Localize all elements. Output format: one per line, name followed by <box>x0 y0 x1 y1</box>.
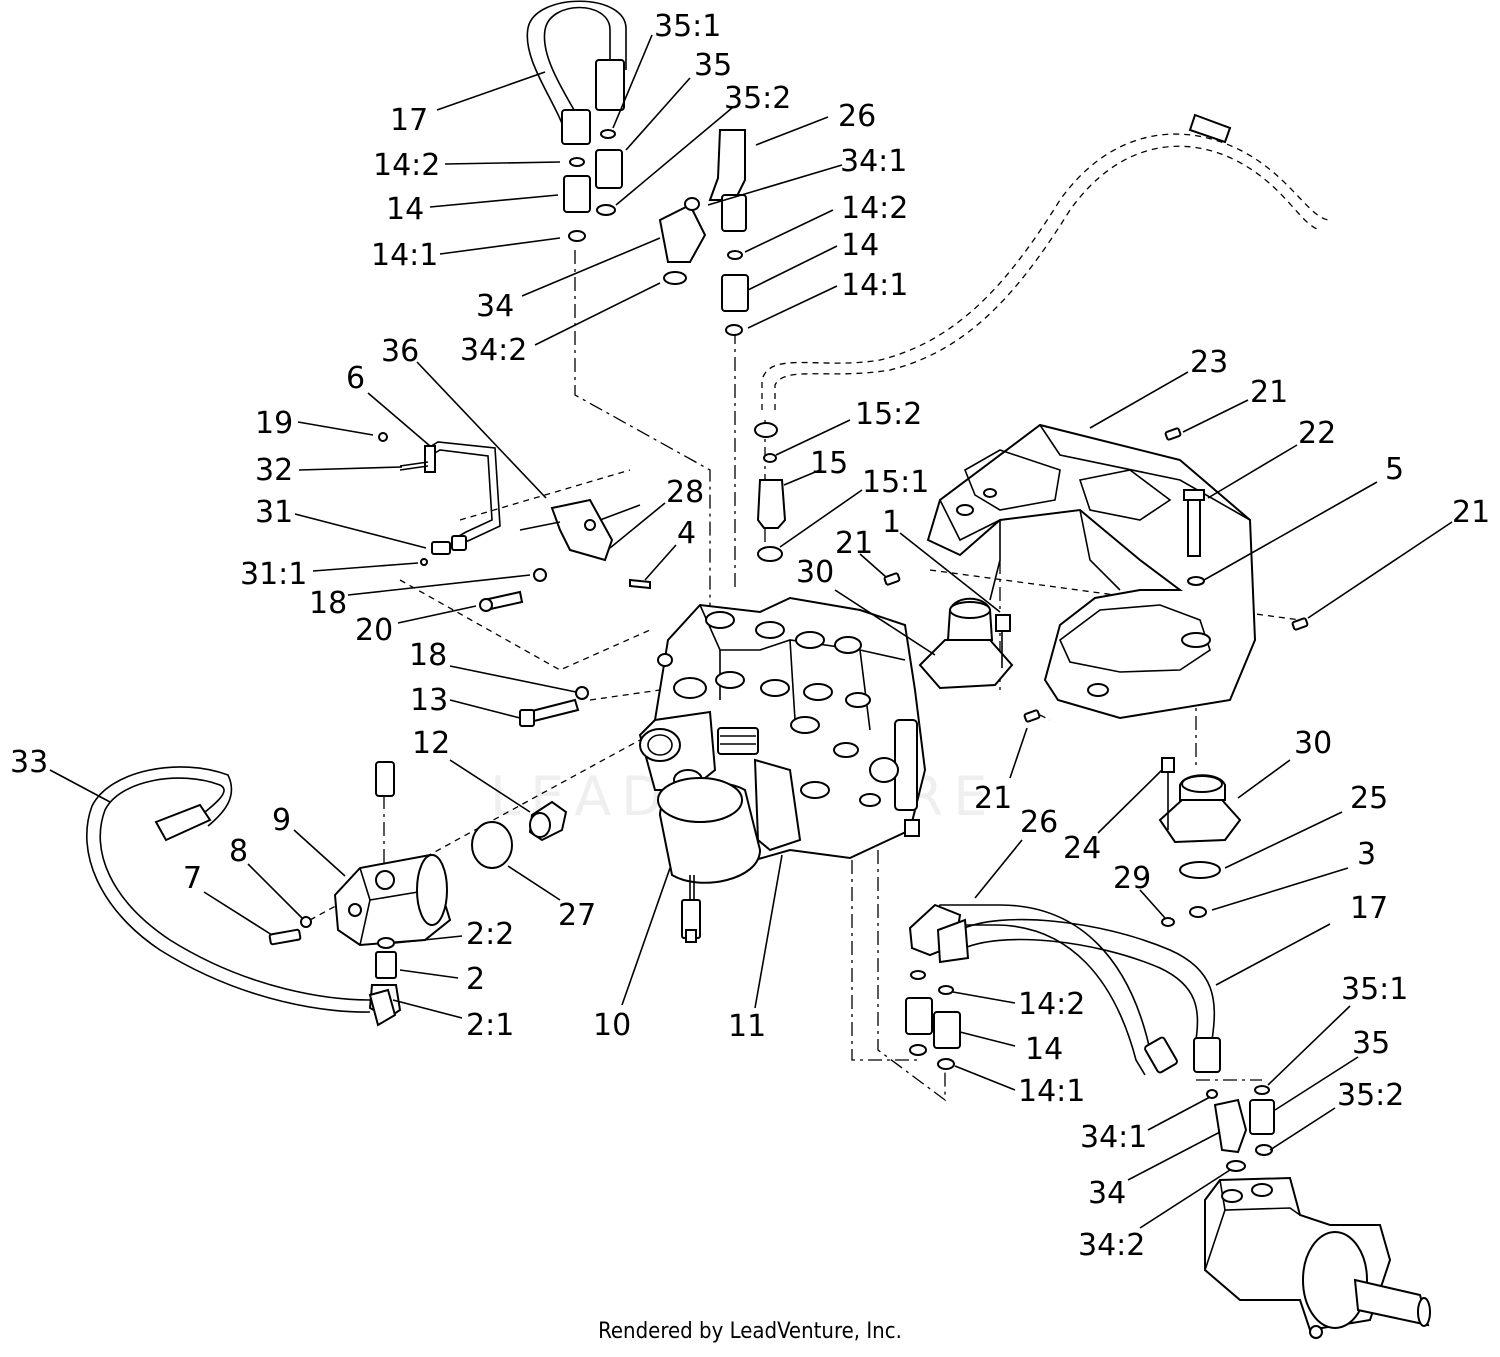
callout-14-1-b: 14:1 <box>841 268 908 303</box>
callout-7: 7 <box>183 861 202 896</box>
hose-17-top <box>526 0 627 145</box>
callout-14-1-c: 14:1 <box>1018 1074 1085 1109</box>
callout-19: 19 <box>255 406 293 441</box>
callout-24: 24 <box>1063 831 1101 866</box>
callout-20: 20 <box>355 613 393 648</box>
callout-3: 3 <box>1357 837 1376 872</box>
callout-35-2: 35:2 <box>724 81 791 116</box>
callout-26: 26 <box>838 99 876 134</box>
callout-8: 8 <box>229 834 248 869</box>
callout-17-b: 17 <box>1350 891 1388 926</box>
coupler-12 <box>528 800 568 842</box>
fittings-14-top <box>563 129 623 242</box>
bolt-13 <box>519 686 589 727</box>
callout-13: 13 <box>410 683 448 718</box>
callout-33: 33 <box>10 745 48 780</box>
pins-21 <box>883 427 1309 723</box>
callout-15: 15 <box>810 446 848 481</box>
callout-4: 4 <box>677 516 696 551</box>
callout-21-a: 21 <box>1250 375 1288 410</box>
callout-34-b: 34 <box>1088 1176 1126 1211</box>
callout-23: 23 <box>1190 345 1228 380</box>
isolator-30-upper <box>918 597 1014 690</box>
callout-35-b: 35 <box>1352 1026 1390 1061</box>
linkage-6 <box>378 432 501 566</box>
callout-34-1-b: 34:1 <box>1080 1120 1147 1155</box>
filter-10 <box>657 758 802 943</box>
callout-2-1: 2:1 <box>466 1008 514 1043</box>
fittings-34-35-lower <box>1206 1085 1275 1172</box>
leader-lines <box>49 34 1453 1229</box>
callout-2-2: 2:2 <box>466 917 514 952</box>
bolt-22 <box>1183 489 1205 586</box>
callout-29: 29 <box>1113 861 1151 896</box>
callout-30-a: 30 <box>796 555 834 590</box>
callout-5: 5 <box>1385 452 1404 487</box>
callout-21-b: 21 <box>1452 495 1490 530</box>
elbow-26-top <box>708 129 749 336</box>
callout-14-2: 14:2 <box>373 148 440 183</box>
callout-35: 35 <box>694 48 732 83</box>
bracket-36 <box>479 498 651 612</box>
callout-14-b: 14 <box>841 228 879 263</box>
callout-11: 11 <box>728 1009 766 1044</box>
hose-long-top-right <box>761 113 1331 410</box>
callout-2: 2 <box>466 962 485 997</box>
callout-14: 14 <box>386 192 424 227</box>
callout-31-1: 31:1 <box>240 557 307 592</box>
housing-23 <box>926 423 1257 720</box>
callout-34: 34 <box>476 289 514 324</box>
callout-36: 36 <box>381 334 419 369</box>
callout-15-1: 15:1 <box>862 465 929 500</box>
callout-25: 25 <box>1350 781 1388 816</box>
fitting-15 <box>754 422 787 562</box>
callout-14-2-b: 14:2 <box>841 191 908 226</box>
callout-34-1: 34:1 <box>840 144 907 179</box>
callout-18: 18 <box>309 586 347 621</box>
callout-21-c: 21 <box>835 526 873 561</box>
drive-motor-lower <box>1204 1176 1431 1339</box>
fittings-14-lower <box>905 970 961 1070</box>
callout-35-1-b: 35:1 <box>1341 972 1408 1007</box>
callout-1: 1 <box>882 505 901 540</box>
callout-9: 9 <box>272 803 291 838</box>
callout-18-b: 18 <box>409 638 447 673</box>
hose-17-lower <box>936 918 1221 1073</box>
callout-28: 28 <box>666 475 704 510</box>
callout-34-2-b: 34:2 <box>1078 1228 1145 1263</box>
callout-35-1: 35:1 <box>654 9 721 44</box>
callout-32: 32 <box>255 453 293 488</box>
o-ring-27 <box>471 821 513 869</box>
callout-6: 6 <box>346 361 365 396</box>
callout-15-2: 15:2 <box>855 397 922 432</box>
callout-labels: 35:1 35 35:2 17 14:2 14 14:1 26 34:1 14:… <box>10 9 1490 1263</box>
callout-26-b: 26 <box>1020 805 1058 840</box>
callout-14-2-c: 14:2 <box>1018 987 1085 1022</box>
isolator-30-lower <box>1158 757 1242 927</box>
callout-30-b: 30 <box>1294 726 1332 761</box>
callout-34-2: 34:2 <box>460 333 527 368</box>
callout-27: 27 <box>558 898 596 933</box>
callout-35-2-b: 35:2 <box>1337 1078 1404 1113</box>
callout-31: 31 <box>255 495 293 530</box>
callout-10: 10 <box>593 1008 631 1043</box>
callout-21-d: 21 <box>974 781 1012 816</box>
callout-17: 17 <box>390 103 428 138</box>
callout-14-c: 14 <box>1025 1032 1063 1067</box>
callout-22: 22 <box>1298 416 1336 451</box>
motor-9 <box>268 761 452 1020</box>
footer-credit: Rendered by LeadVenture, Inc. <box>598 1319 902 1344</box>
callout-12: 12 <box>412 726 450 761</box>
fitting-34-top <box>658 197 707 285</box>
hose-33 <box>85 766 397 1027</box>
callout-14-1: 14:1 <box>371 238 438 273</box>
